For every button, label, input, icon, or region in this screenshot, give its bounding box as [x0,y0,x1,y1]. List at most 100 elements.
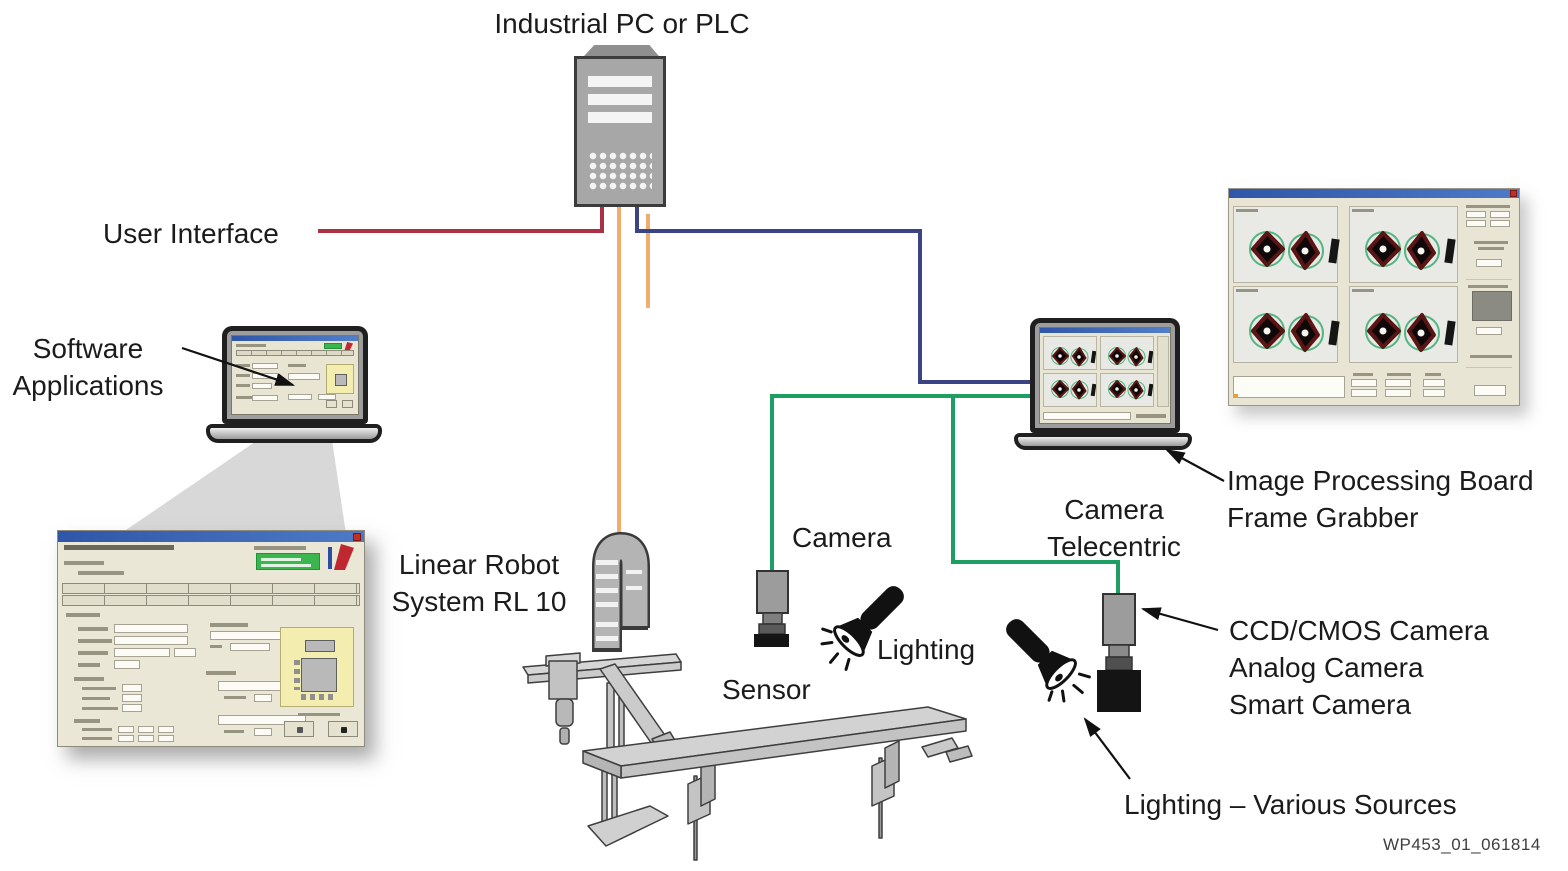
input-stub [118,735,134,742]
sidebar-text-stub [1470,355,1512,358]
sidebar-button [1466,211,1486,218]
footer-button [1385,389,1411,397]
group-label-stub [74,677,104,681]
input-stub [254,694,272,702]
input-stub [254,728,272,736]
laptop-screen [1030,318,1180,433]
pc-front-face [574,56,666,207]
input-stub [158,726,174,733]
software-app-screenshot [57,530,365,747]
label-line: Camera [1064,494,1164,525]
footer-button [1385,379,1411,387]
industrial-pc-illustration [574,45,666,207]
label-line: Analog Camera [1229,651,1424,683]
label-line: Image Processing Board [1227,465,1534,496]
label-line: Applications [12,369,164,401]
flashlight-icon [988,607,1096,715]
button-glyph [341,727,347,733]
field-label-stub [224,696,246,699]
input-stub [122,694,142,702]
field-label-stub [210,645,222,648]
label-line: Frame Grabber [1227,501,1419,533]
group-label-stub [206,671,236,675]
status-badge [256,553,320,570]
badge-text-stub [261,558,301,561]
mini-button-stub [1136,414,1166,418]
user-interface-wire [318,202,604,233]
label-sensor: Sensor [722,674,811,705]
label-line: System RL 10 [391,585,567,617]
divider [1466,367,1512,368]
mini-input [1043,412,1131,420]
cursor-tick [1233,394,1238,398]
telecentric-camera-illustration [1097,593,1141,712]
button-label-stub [1353,373,1373,376]
mini-image-pane [1043,336,1097,370]
mini-tab-strip [236,350,354,356]
mini-chip [335,374,347,386]
image-processing-screenshot [1228,188,1520,406]
option-stub [78,571,124,575]
sidebar-text-stub [1478,247,1504,250]
field-label-stub [78,627,108,631]
vendor-logo [328,547,332,569]
field-label-stub [224,730,244,733]
conveyor-illustration [582,706,973,861]
sidebar-button [1476,327,1502,335]
mini-preview-panel [326,364,354,394]
label-camera-types: CCD/CMOS Camera Analog Camera Smart Came… [1229,613,1489,724]
pane-label-stub [1352,209,1374,212]
vendor-logo [334,544,354,570]
mini-menu-stub [236,344,266,347]
footer-button [1351,379,1377,387]
chip-pins [294,660,300,690]
caption-stub [298,713,340,716]
label-linear-robot: Linear Robot System RL 10 [380,547,578,621]
sidebar-button [1490,211,1510,218]
field-label-stub [82,687,116,690]
mini-input [252,373,278,379]
input-stub [114,648,170,657]
mini-input [252,383,272,389]
mini-field-label [236,384,250,387]
sidebar-button [1476,259,1502,267]
frame-grabber-wire [635,202,1041,384]
mini-button [326,400,337,408]
field-label-stub [78,639,112,643]
linear-robot-illustration [522,652,682,759]
input-stub [118,726,134,733]
label-camera: Camera [792,522,892,553]
laptop-screen [222,326,368,424]
pane-label-stub [1236,209,1258,212]
mini-input [252,395,278,401]
input-stub [122,704,142,712]
label-line: CCD/CMOS Camera [1229,615,1489,646]
input-stub [138,726,154,733]
window-titlebar [1229,189,1519,198]
energy-chain-illustration [592,531,650,652]
pane-label-stub [1236,289,1258,292]
mini-field-label [236,364,250,367]
mini-window-titlebar [232,336,358,341]
laptop-base [206,424,382,443]
mini-status-badge [324,343,342,349]
mini-image-pane [1100,373,1154,407]
mini-image-pane [1043,373,1097,407]
chip-pins [301,694,337,700]
sidebar-button [1490,220,1510,227]
dialog-button [284,721,314,737]
camera-illustration [754,570,789,647]
component-drawing [305,640,335,652]
mini-field-label [236,396,252,399]
label-user-interface: User Interface [103,218,279,249]
sidebar-text-stub [1474,241,1508,244]
sidebar-button [1474,385,1506,396]
field-label-stub [78,663,100,667]
sidebar-label-stub [1466,205,1510,208]
label-camera-telecentric: Camera Telecentric [1036,492,1192,566]
log-output-box [1233,376,1345,398]
watermark: WP453_01_061814 [1383,835,1541,854]
mini-logo [344,342,353,352]
menu-stub [64,561,104,565]
